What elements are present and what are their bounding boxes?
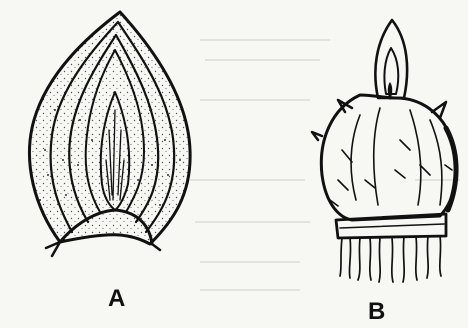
- bulb-a-section: [29, 12, 190, 256]
- bulb-b-roots: [340, 236, 441, 282]
- bulb-b-whole: [312, 20, 457, 282]
- bulb-b-tunic-lines: [330, 108, 452, 206]
- bulb-b-body: [321, 95, 456, 220]
- bulb-a-root-stubs: [46, 242, 160, 256]
- figure-label-a: A: [108, 287, 125, 311]
- figure-label-b: B: [368, 300, 385, 324]
